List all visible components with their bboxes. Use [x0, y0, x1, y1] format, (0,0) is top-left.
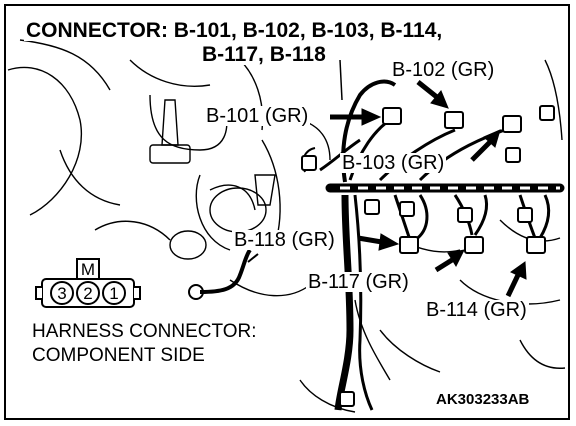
pinout-diagram	[35, 258, 141, 308]
label-b117: B-117 (GR)	[306, 271, 411, 293]
pin-1-label: 1	[109, 284, 119, 303]
arrow-b117	[434, 249, 465, 273]
connector-small-1	[301, 155, 317, 171]
pinout-key-label: M	[80, 260, 96, 279]
arrow-b118	[357, 233, 400, 251]
connector-b118	[399, 236, 419, 254]
pinout-latch-left	[35, 286, 42, 300]
connector-small-6	[505, 147, 521, 163]
connector-b101	[382, 107, 402, 125]
title-line-1: CONNECTOR: B-101, B-102, B-103, B-114,	[24, 19, 445, 42]
pin-1-circle	[102, 281, 126, 305]
connector-b103	[502, 115, 522, 133]
pointer-arrows	[330, 80, 527, 298]
ground-cable	[188, 248, 259, 300]
figure-code: AK303233AB	[436, 391, 530, 408]
connector-b102	[444, 111, 464, 129]
harness-connectors	[301, 105, 555, 407]
pin-2-label: 2	[83, 284, 93, 303]
connector-b117	[464, 236, 484, 254]
pin-3-label: 3	[57, 284, 67, 303]
arrow-b102	[416, 80, 449, 109]
caption-line-2: COMPONENT SIDE	[32, 345, 205, 366]
title-leader-line	[339, 59, 343, 101]
connector-small-2	[364, 199, 380, 215]
label-b118: B-118 (GR)	[232, 229, 337, 251]
connector-small-3	[399, 201, 415, 217]
pin-3-circle	[50, 281, 74, 305]
arrow-b114	[505, 261, 527, 298]
arrow-b101	[330, 108, 382, 126]
connector-small-8	[339, 391, 355, 407]
pinout-latch-right	[134, 286, 141, 300]
arrow-b103	[470, 129, 501, 162]
title-line-2: B-117, B-118	[200, 43, 328, 66]
caption-line-1: HARNESS CONNECTOR:	[32, 321, 257, 342]
label-b103: B-103 (GR)	[340, 152, 447, 174]
label-b101: B-101 (GR)	[204, 105, 311, 127]
label-b114: B-114 (GR)	[424, 299, 529, 321]
connector-small-4	[457, 207, 473, 223]
connector-small-7	[539, 105, 555, 121]
connector-b114	[526, 236, 546, 254]
label-b102: B-102 (GR)	[390, 59, 497, 81]
connector-small-5	[517, 207, 533, 223]
pin-2-circle	[76, 281, 100, 305]
